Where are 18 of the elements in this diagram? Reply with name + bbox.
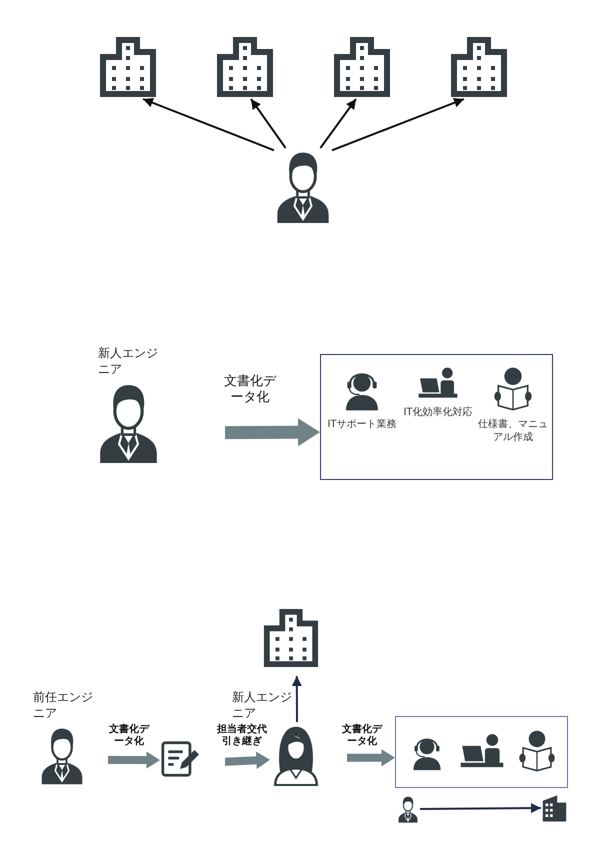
task-label: IT化効率化対応 (402, 407, 474, 420)
edge-label: 文書化データ化 (108, 724, 150, 748)
role-label: 前任エンジニア (33, 690, 94, 722)
edge-label: 担当者交代引き継ぎ (216, 724, 268, 748)
arrow (320, 98, 357, 149)
role-label: 新人エンジニア (232, 690, 293, 722)
arrow (420, 803, 541, 814)
edge-label: 文書化データ化 (341, 724, 383, 748)
role-label: 新人エンジニア (98, 346, 159, 378)
task-label: 仕様書、マニュアル作成 (477, 419, 549, 444)
arrow (292, 676, 302, 722)
edge-label: 文書化データ化 (222, 374, 278, 406)
arrow (332, 98, 464, 152)
group-frame (320, 354, 553, 480)
group-frame (395, 716, 568, 788)
task-label: ITサポート業務 (326, 419, 398, 432)
arrow (142, 98, 274, 152)
arrow (250, 98, 286, 149)
